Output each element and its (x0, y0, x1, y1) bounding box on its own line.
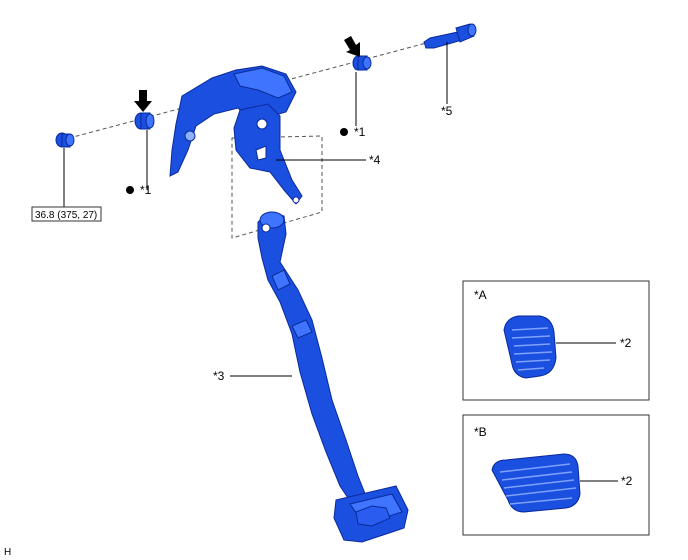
pedal-lever (257, 211, 367, 505)
callout-bolt: *5 (441, 104, 453, 118)
down-arrow-icon (134, 90, 152, 112)
bushing-right (352, 55, 372, 71)
callout-bushing-left: *1 (140, 183, 152, 197)
bushing-left (134, 112, 155, 130)
pedal-pad-type-b (491, 453, 581, 513)
left-bushing (55, 132, 75, 148)
torque-value: 36.8 (375, 27) (35, 210, 97, 221)
pivot-bolt (423, 23, 477, 49)
inset-b-label: *B (474, 425, 487, 439)
inset-a-label: *A (474, 288, 487, 302)
pedal-bracket (169, 65, 303, 205)
callout-pad-b: *2 (621, 474, 633, 488)
figure-code: H (4, 547, 11, 558)
dot-icon (126, 186, 134, 194)
callout-bushing-right: *1 (354, 125, 366, 139)
callout-pedal-lever: *3 (213, 369, 225, 383)
pedal-pad-type-a (503, 315, 557, 379)
callout-pad-a: *2 (620, 336, 632, 350)
torque-box (31, 206, 102, 222)
inset-a-frame (462, 280, 650, 401)
pedal-pad (333, 485, 409, 543)
dot-icon (340, 128, 348, 136)
down-arrow-icon (344, 36, 360, 57)
callout-bracket: *4 (369, 153, 381, 167)
